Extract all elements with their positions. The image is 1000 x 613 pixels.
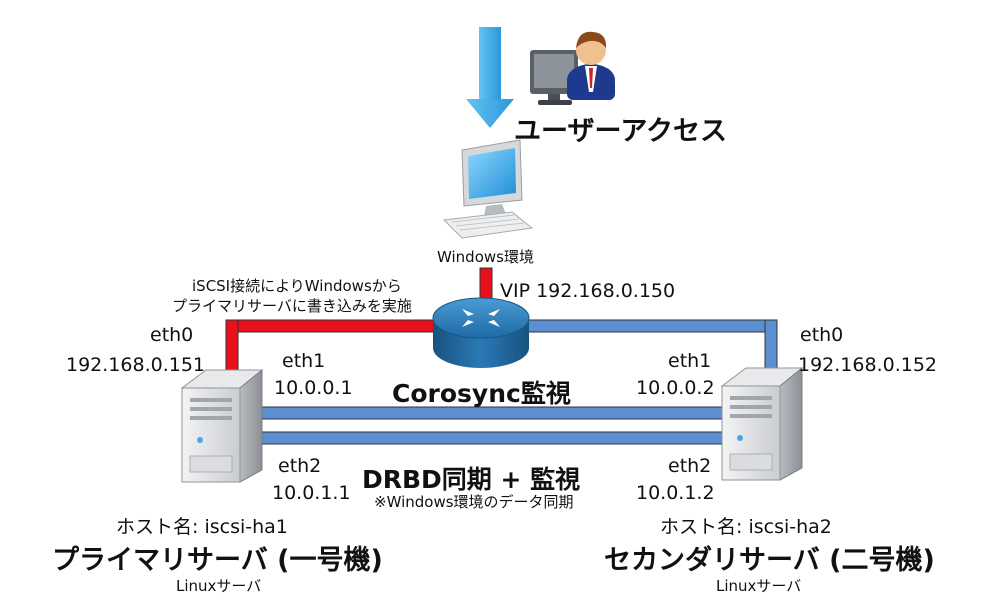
blue-eth0-line [499,319,778,369]
secondary-os: Linuxサーバ [716,577,802,595]
down-arrow-icon [466,27,514,128]
primary-eth1-label: eth1 [282,350,326,372]
primary-eth2-label: eth2 [278,455,322,477]
secondary-hostname: ホスト名: iscsi-ha2 [660,516,832,538]
primary-hostname: ホスト名: iscsi-ha1 [116,516,288,538]
user-access-label: ユーザーアクセス [514,116,728,147]
iscsi-note-line1: iSCSI接続によりWindowsから [192,277,402,295]
windows-env-label: Windows環境 [437,248,534,266]
primary-eth0-label: eth0 [150,324,194,346]
user-at-computer-icon [530,31,615,105]
drbd-label: DRBD同期 + 監視 [362,465,581,494]
iscsi-note-line2: プライマリサーバに書き込みを実施 [172,297,412,315]
secondary-server-icon [720,366,804,481]
secondary-title: セカンダリサーバ (二号機) [604,545,935,576]
primary-server-icon [180,368,264,483]
secondary-eth1-ip: 10.0.0.2 [636,377,715,399]
secondary-eth0-label: eth0 [800,324,844,346]
vip-label: VIP 192.168.0.150 [500,280,676,302]
secondary-eth0-ip: 192.168.0.152 [798,354,938,376]
secondary-eth1-label: eth1 [668,350,712,372]
windows-pc-icon [442,139,534,239]
secondary-eth2-ip: 10.0.1.2 [636,482,715,504]
corosync-label: Corosync監視 [392,379,571,408]
drbd-note: ※Windows環境のデータ同期 [374,493,574,511]
primary-title: プライマリサーバ (一号機) [52,545,383,576]
secondary-eth2-label: eth2 [668,455,712,477]
primary-eth1-ip: 10.0.0.1 [274,377,353,399]
primary-os: Linuxサーバ [176,577,262,595]
primary-eth2-ip: 10.0.1.1 [272,482,351,504]
primary-eth0-ip: 192.168.0.151 [66,354,206,376]
router-icon [432,297,530,368]
drbd-line [261,431,725,445]
